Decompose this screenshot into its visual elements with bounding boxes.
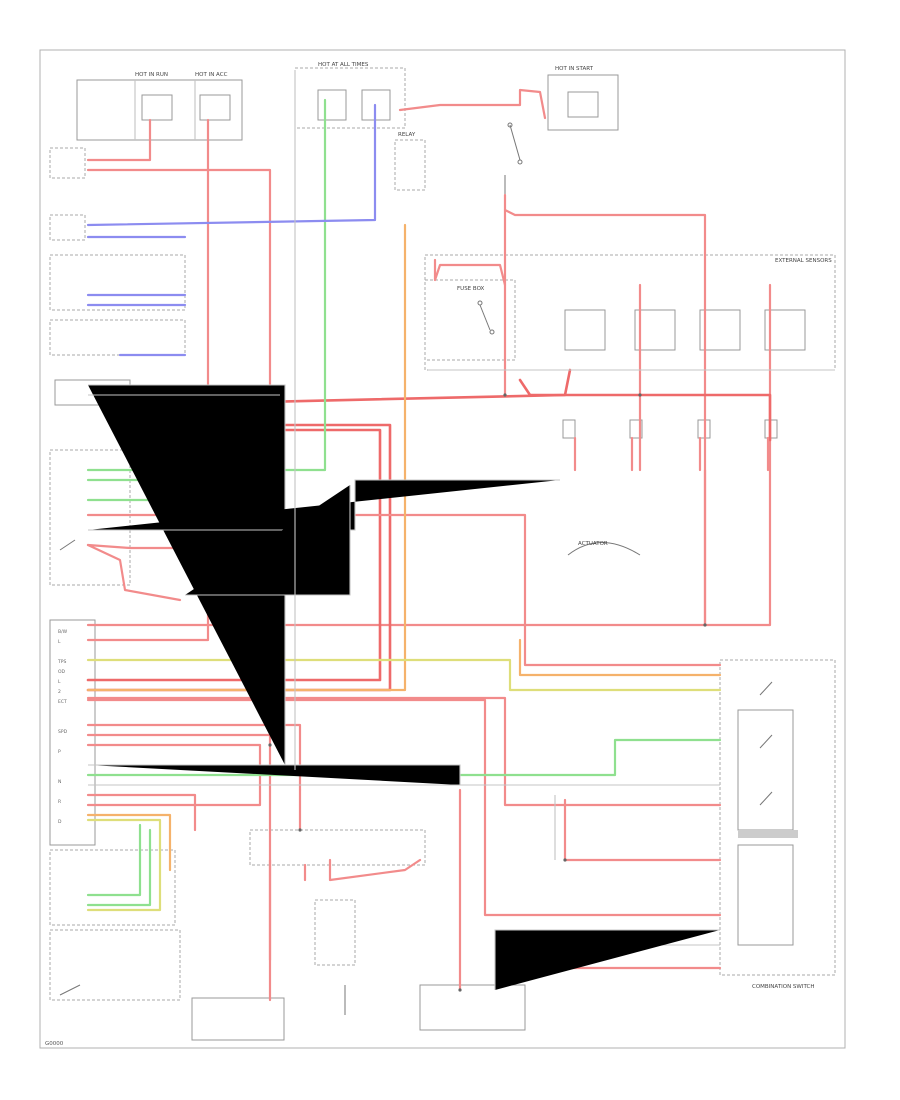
top-right-relay: [547, 74, 619, 131]
svg-text:L: L: [58, 639, 61, 645]
svg-text:R: R: [58, 799, 61, 805]
label-combination-switch: COMBINATION SWITCH: [752, 984, 815, 990]
left-components: [49, 147, 186, 1001]
label-relay: RELAY: [398, 132, 416, 138]
label-actuator: ACTUATOR: [578, 541, 608, 547]
label-hot-in-start: HOT IN START: [555, 66, 594, 72]
svg-text:2: 2: [58, 689, 61, 695]
label-hot-at-all-times: HOT AT ALL TIMES: [318, 62, 369, 68]
svg-text:TPS: TPS: [57, 659, 66, 665]
relay-switch-upper: [394, 139, 426, 191]
svg-text:B/W: B/W: [58, 629, 68, 635]
svg-text:SPD: SPD: [58, 729, 68, 735]
bottom-modules: [191, 829, 526, 1041]
svg-text:ECT: ECT: [58, 699, 67, 705]
sensor-connectors: [562, 419, 778, 556]
pin-labels: B/W L TPS OD L 2 ECT SPD P N R D: [57, 629, 68, 825]
svg-text:L: L: [58, 679, 61, 685]
fuse-box-relay: [424, 279, 516, 361]
label-external-sensors: EXTERNAL SENSORS: [775, 258, 832, 264]
svg-text:N: N: [58, 779, 61, 785]
svg-text:D: D: [58, 819, 62, 825]
top-left-fuse-block: [76, 79, 243, 141]
junction-dots: [268, 393, 707, 992]
yellow-wires: [86, 658, 722, 912]
label-fuse-box: FUSE BOX: [457, 286, 485, 292]
top-center-fuse-block: [294, 67, 406, 129]
orange-wires: [86, 223, 722, 872]
svg-text:P: P: [58, 749, 61, 755]
external-sensors-box: [424, 254, 836, 371]
sensor-row: [564, 309, 806, 351]
relay-main: [504, 122, 523, 210]
svg-text:OD: OD: [58, 669, 66, 675]
combination-switch: [719, 659, 836, 976]
footer-code: G0000: [45, 1041, 64, 1047]
label-hot-in-acc: HOT IN ACC: [195, 72, 228, 78]
grey-wires: [88, 70, 835, 990]
diagram-frame: [39, 49, 846, 1049]
label-hot-in-run: HOT IN RUN: [135, 72, 168, 78]
blue-wires: [86, 103, 377, 357]
